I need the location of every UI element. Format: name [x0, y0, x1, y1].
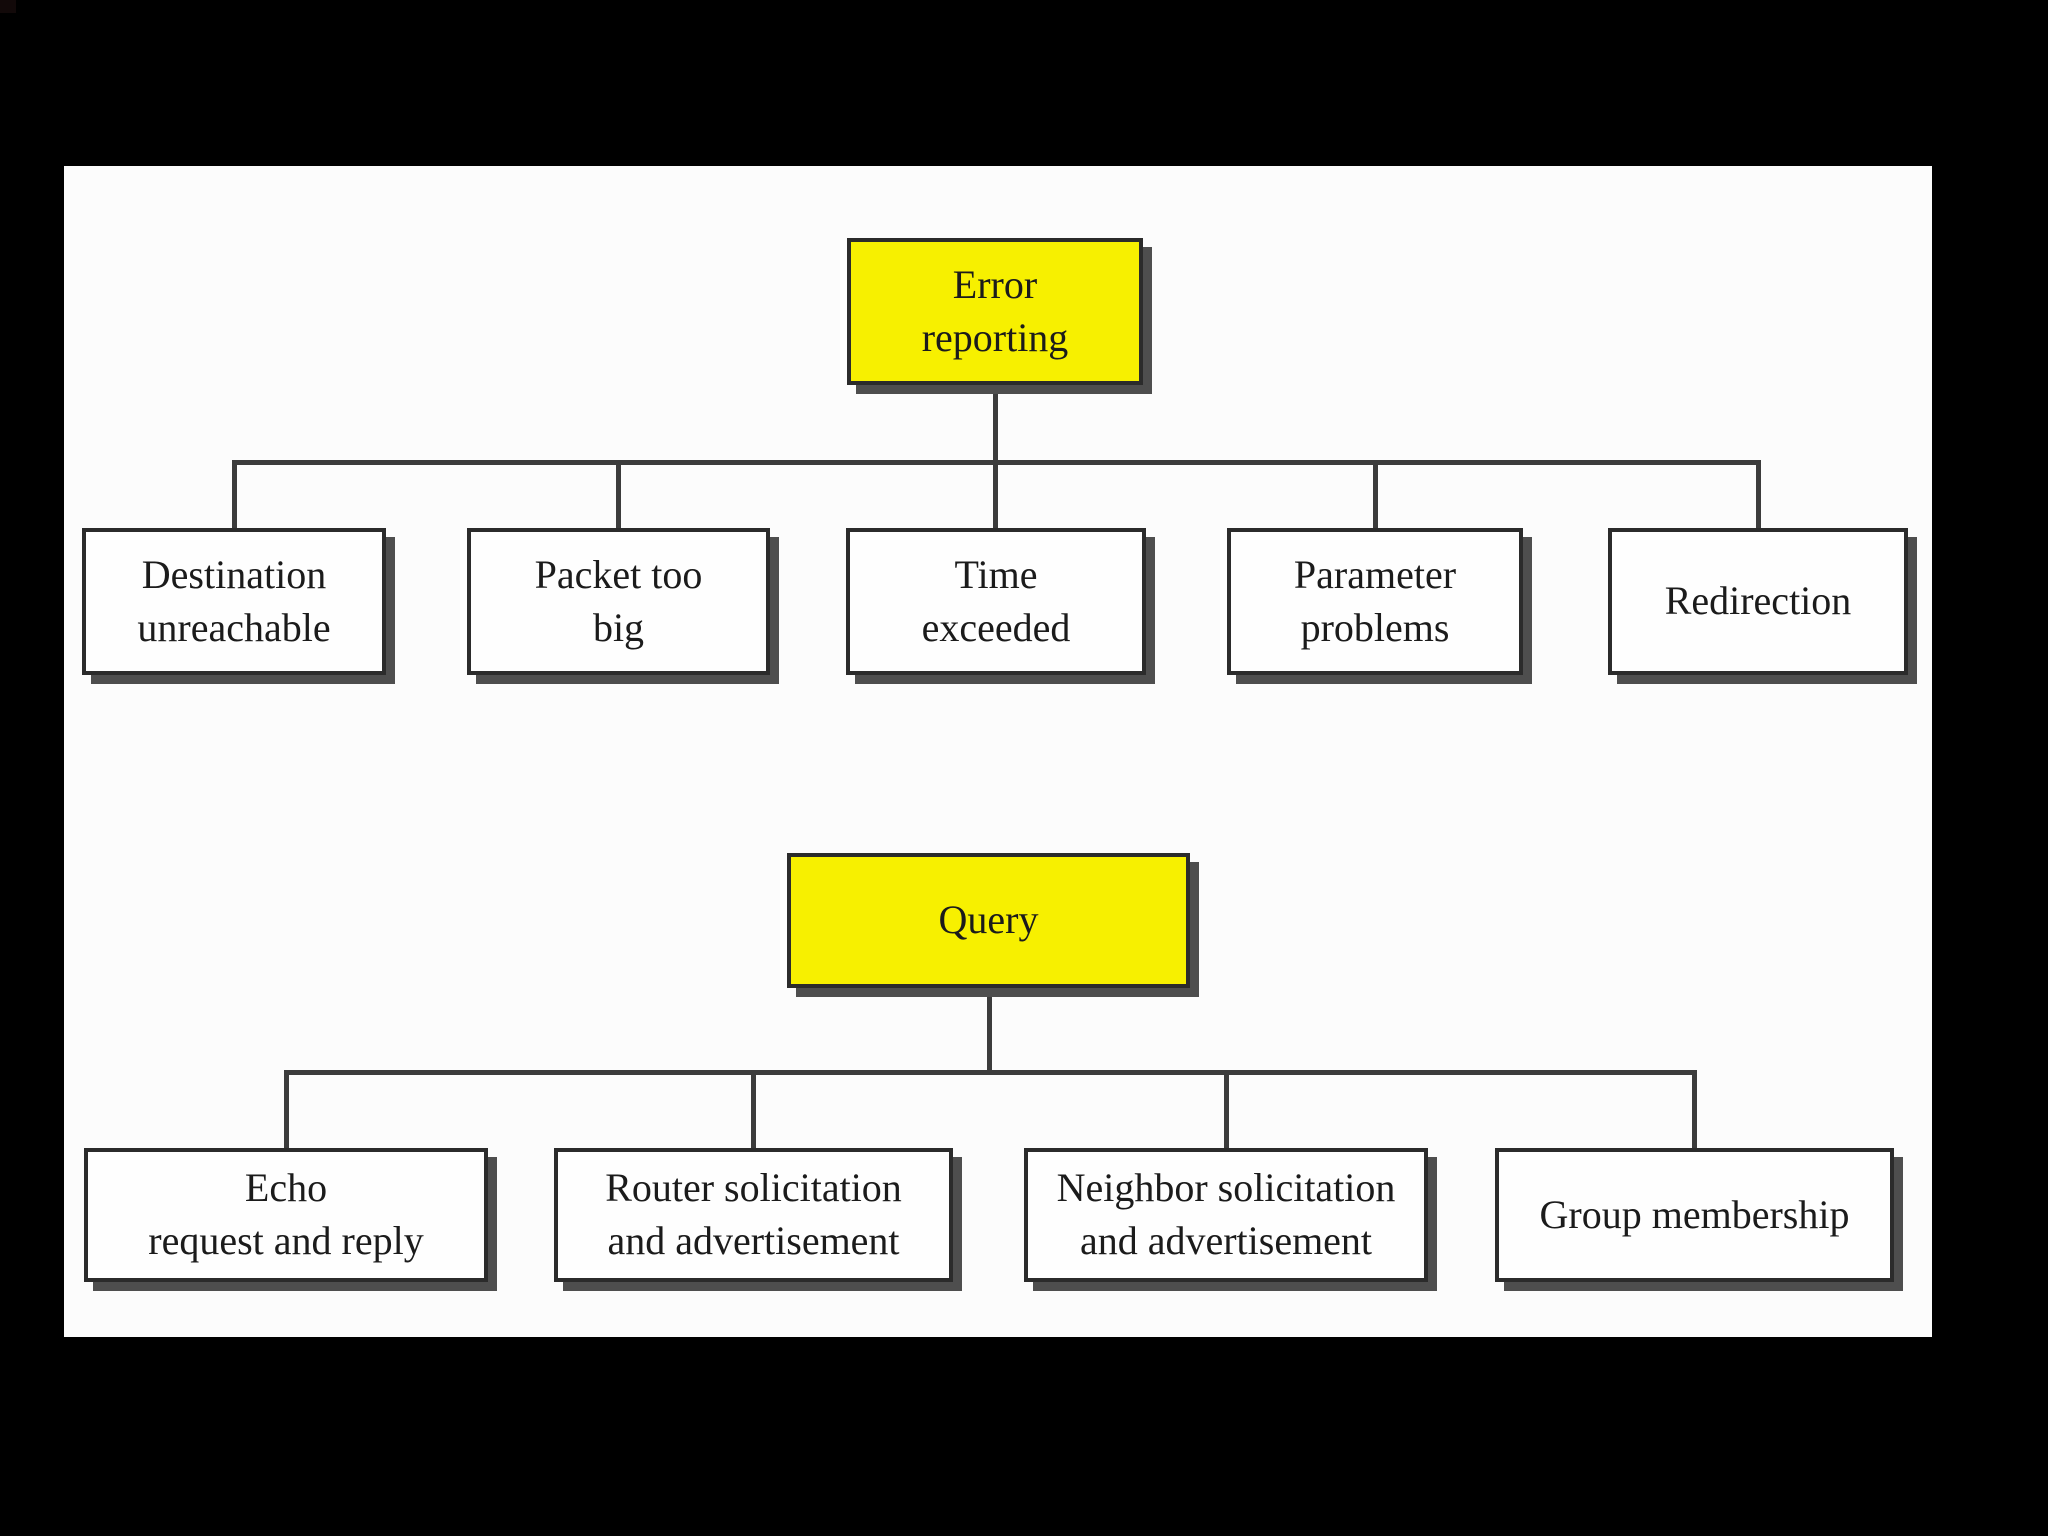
node-label-line: Packet too: [534, 551, 703, 597]
connector-query-root-drop: [987, 988, 992, 1075]
node-echo-request-reply: Echo request and reply: [84, 1148, 488, 1282]
node-label-line: Redirection: [1664, 578, 1852, 624]
node-error-reporting: Error reporting: [847, 238, 1143, 385]
connector-error-child-4: [1373, 460, 1378, 533]
node-label-line: big: [592, 604, 645, 650]
node-label-line: Router solicitation: [605, 1165, 902, 1211]
node-label-line: reporting: [921, 314, 1069, 360]
node-label-line: Echo: [244, 1165, 328, 1211]
node-parameter-problems: Parameter problems: [1227, 528, 1523, 675]
node-label-line: and advertisement: [1079, 1218, 1373, 1263]
node-query: Query: [787, 853, 1190, 988]
node-router-solicitation-advertisement: Router solicitation and advertisement: [554, 1148, 953, 1282]
node-label-line: request and reply: [148, 1218, 424, 1263]
node-label-line: problems: [1300, 604, 1450, 650]
connector-query-child-2: [751, 1070, 756, 1153]
node-label-line: Query: [938, 897, 1039, 943]
node-packet-too-big: Packet too big: [467, 528, 770, 675]
connector-error-horizontal: [232, 460, 1761, 465]
connector-error-root-drop: [993, 385, 998, 528]
connector-error-child-2: [616, 460, 621, 533]
connector-query-child-3: [1224, 1070, 1229, 1153]
node-neighbor-solicitation-advertisement: Neighbor solicitation and advertisement: [1024, 1148, 1428, 1282]
connector-query-horizontal: [284, 1070, 1697, 1075]
screen-artifact: [0, 0, 16, 13]
node-label-line: Destination: [141, 551, 327, 597]
node-group-membership: Group membership: [1495, 1148, 1894, 1282]
diagram-canvas: Error reporting Destination unreachable …: [64, 166, 1932, 1337]
connector-query-child-1: [284, 1070, 289, 1153]
node-label-line: Time: [954, 551, 1038, 597]
node-time-exceeded: Time exceeded: [846, 528, 1146, 675]
node-label-line: Parameter: [1293, 551, 1457, 597]
node-label-line: Neighbor solicitation: [1056, 1165, 1396, 1211]
connector-query-child-4: [1692, 1070, 1697, 1153]
node-label-line: unreachable: [137, 604, 331, 650]
connector-error-child-1: [232, 460, 237, 533]
node-label-line: and advertisement: [607, 1218, 900, 1263]
node-label-line: Error: [952, 261, 1038, 307]
node-label-line: Group membership: [1539, 1191, 1850, 1237]
node-redirection: Redirection: [1608, 528, 1908, 675]
node-label-line: exceeded: [921, 604, 1071, 650]
node-destination-unreachable: Destination unreachable: [82, 528, 386, 675]
connector-error-child-5: [1756, 460, 1761, 533]
